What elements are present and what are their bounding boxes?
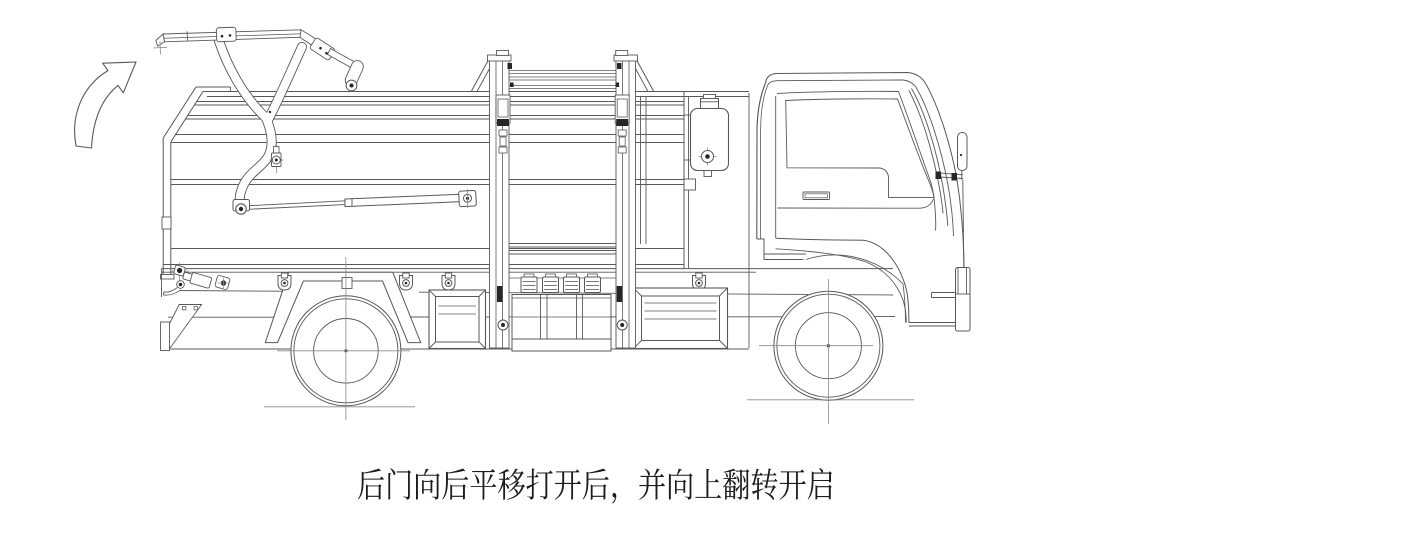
rear-toolbox (429, 290, 486, 349)
underbody-box (512, 295, 611, 352)
front-toolbox (634, 288, 728, 349)
